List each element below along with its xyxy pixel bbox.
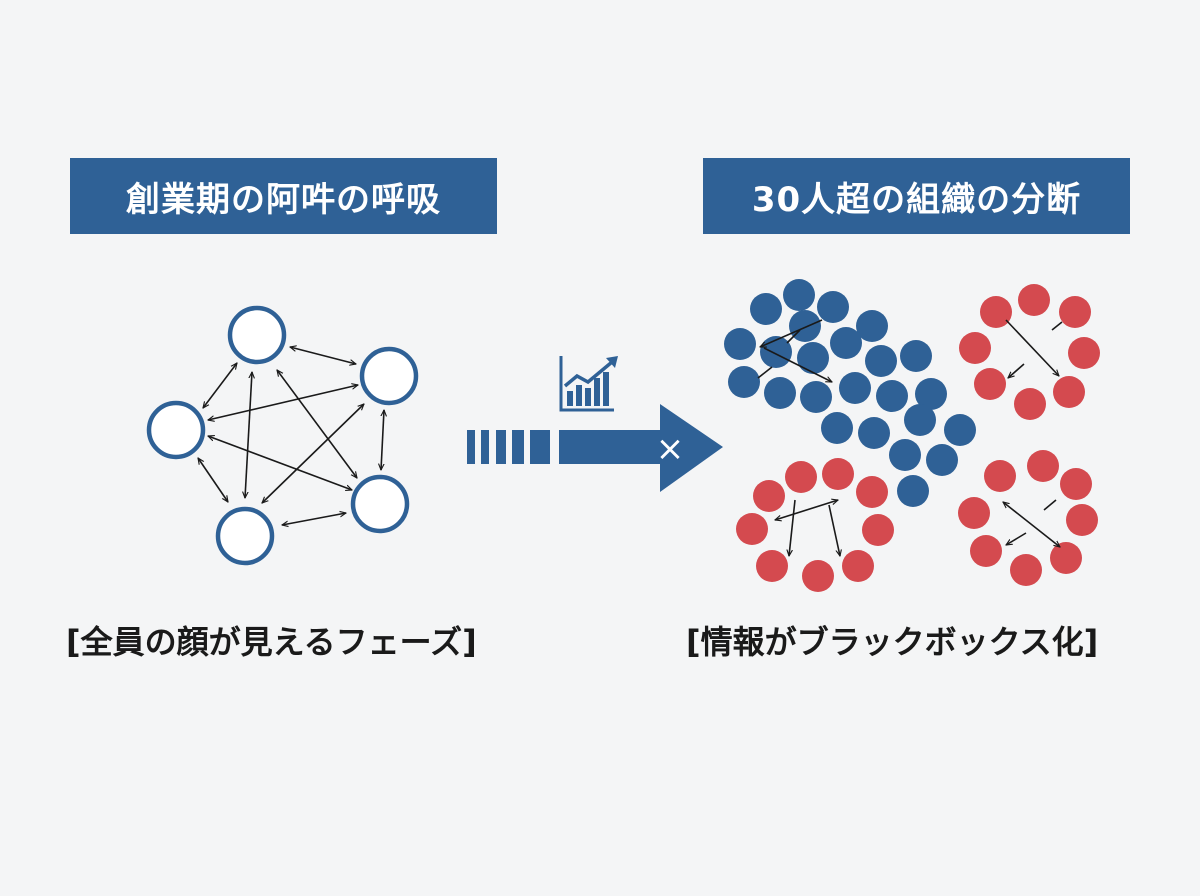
- red-cluster-bottom-right: [958, 450, 1098, 586]
- red-member: [984, 460, 1016, 492]
- link: [198, 458, 228, 502]
- link: [208, 385, 358, 420]
- blue-member: [817, 291, 849, 323]
- link: [828, 504, 840, 556]
- red-cluster-top-right: [959, 284, 1100, 420]
- blue-member: [944, 414, 976, 446]
- link: [282, 513, 346, 525]
- blue-member: [889, 439, 921, 471]
- red-member: [1053, 376, 1085, 408]
- link: [757, 366, 773, 379]
- blue-member: [783, 279, 815, 311]
- blue-member: [900, 340, 932, 372]
- red-member: [753, 480, 785, 512]
- blue-member: [728, 366, 760, 398]
- red-member: [958, 497, 990, 529]
- link: [763, 347, 832, 383]
- red-member: [862, 514, 894, 546]
- blue-member: [800, 381, 832, 413]
- full-mesh-network: [146, 305, 419, 566]
- blue-member: [897, 475, 929, 507]
- red-member: [856, 476, 888, 508]
- link: [789, 499, 796, 556]
- red-member: [1050, 542, 1082, 574]
- blue-member: [858, 417, 890, 449]
- red-member: [1027, 450, 1059, 482]
- blue-member: [750, 293, 782, 325]
- member-node: [359, 346, 419, 406]
- right-panel-title: 30人超の組織の分断: [703, 158, 1130, 234]
- red-cluster-bottom-left: [736, 458, 894, 592]
- member-node: [350, 474, 410, 534]
- red-member: [970, 535, 1002, 567]
- link: [277, 370, 357, 478]
- red-member: [980, 296, 1012, 328]
- link: [1008, 363, 1025, 378]
- red-member: [1059, 296, 1091, 328]
- red-member: [802, 560, 834, 592]
- red-member: [959, 332, 991, 364]
- link: [290, 347, 356, 364]
- mesh-nodes: [146, 305, 419, 566]
- blue-cluster-arrows: [757, 319, 832, 383]
- blue-member: [856, 310, 888, 342]
- link: [1005, 319, 1059, 376]
- red-member: [1066, 504, 1098, 536]
- blue-cluster: [724, 279, 976, 507]
- red-member: [785, 461, 817, 493]
- blue-member: [830, 327, 862, 359]
- red-member: [974, 368, 1006, 400]
- red-member: [842, 550, 874, 582]
- link: [760, 319, 823, 348]
- blue-member: [876, 380, 908, 412]
- blue-member: [865, 345, 897, 377]
- blue-member: [839, 372, 871, 404]
- red-member: [822, 458, 854, 490]
- link: [245, 372, 252, 498]
- red-member: [1014, 388, 1046, 420]
- red-member: [736, 513, 768, 545]
- red-member: [1018, 284, 1050, 316]
- member-node: [146, 400, 206, 460]
- red-member: [1060, 468, 1092, 500]
- link: [1043, 499, 1057, 511]
- blocked-x-mark: ×: [656, 429, 685, 469]
- blue-member: [926, 444, 958, 476]
- blue-member: [915, 378, 947, 410]
- link: [208, 436, 352, 490]
- link: [1051, 321, 1063, 331]
- link: [775, 500, 838, 520]
- link: [262, 404, 364, 503]
- link: [203, 363, 237, 408]
- red-member: [1010, 554, 1042, 586]
- transition-arrow: [467, 404, 723, 492]
- blue-member: [904, 404, 936, 436]
- left-panel-title: 創業期の阿吽の呼吸: [70, 158, 497, 234]
- right-panel-caption: [情報がブラックボックス化]: [686, 623, 1099, 661]
- left-panel-caption: [全員の顔が見えるフェーズ]: [66, 623, 477, 661]
- mesh-links: [198, 347, 384, 525]
- member-node: [227, 305, 287, 365]
- link: [1006, 532, 1027, 545]
- link: [1003, 502, 1060, 547]
- red-member: [1068, 337, 1100, 369]
- blue-member: [724, 328, 756, 360]
- blue-member: [821, 412, 853, 444]
- link: [381, 410, 384, 470]
- link: [786, 329, 801, 344]
- member-node: [215, 506, 275, 566]
- blue-member: [764, 377, 796, 409]
- blue-member: [797, 342, 829, 374]
- growth-chart-icon: [559, 356, 618, 412]
- red-member: [756, 550, 788, 582]
